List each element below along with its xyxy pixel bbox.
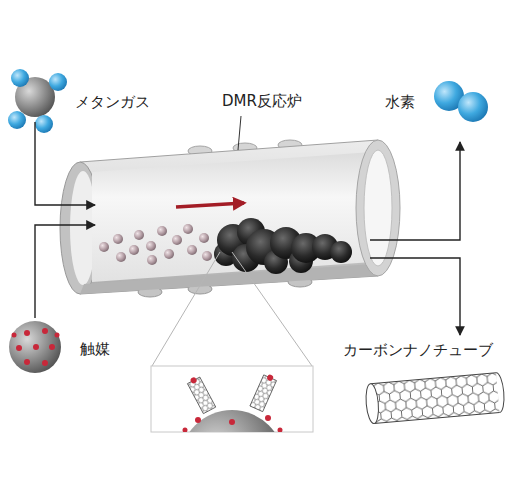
catalyst-particles (146, 241, 156, 251)
zoom-inset (266, 374, 274, 382)
catalyst-particles (99, 224, 212, 265)
hydrogen-node: 水素 (380, 72, 495, 142)
catalyst-icon (42, 360, 48, 366)
methane-node: メタンガス (10, 70, 156, 122)
flow-arrow (176, 203, 244, 207)
methane-icon (8, 111, 26, 129)
carbon-deposit (330, 241, 352, 263)
zoom-inset (183, 428, 188, 433)
nanotube-image (496, 372, 505, 412)
catalyst-icon (49, 344, 55, 350)
nanotube-image (365, 372, 506, 424)
flow-connector (35, 122, 95, 205)
zoom-inset (250, 375, 277, 412)
catalyst-particles (202, 251, 212, 261)
zoom-inset (180, 410, 284, 432)
catalyst-node: 触媒 (8, 318, 128, 374)
flow-connector (35, 225, 95, 318)
methane-icon (35, 115, 53, 133)
catalyst-particles (183, 224, 193, 234)
reactor-node: DMR反応炉 (95, 150, 370, 280)
nanotube-image (371, 373, 500, 424)
reactor-tube (80, 264, 378, 294)
node-label: DMR反応炉 (222, 92, 302, 110)
zoom-leader (152, 252, 312, 366)
catalyst-icon (9, 321, 61, 373)
catalyst-particles (147, 255, 157, 265)
catalyst-icon (42, 328, 48, 334)
reactor-tube (60, 140, 378, 297)
catalyst-particles (172, 235, 182, 245)
nanotube-node: カーボンナノチューブ (333, 335, 513, 425)
catalyst-particles (116, 252, 126, 262)
nanotube-image (371, 373, 497, 384)
carbon-deposit (214, 218, 352, 274)
zoom-inset (180, 372, 284, 432)
hydrogen-icon (458, 92, 488, 122)
zoom-inset (187, 377, 215, 414)
leader-line (238, 116, 241, 150)
zoom-inset (229, 419, 235, 425)
node-label: 水素 (385, 93, 415, 111)
zoom-inset (278, 428, 283, 433)
catalyst-particles (134, 230, 144, 240)
zoom-inset (195, 417, 201, 423)
flow-connector (370, 142, 460, 240)
zoom-inset (151, 366, 313, 432)
methane-icon (49, 73, 67, 91)
catalyst-particles (157, 226, 167, 236)
catalyst-particles (99, 242, 109, 252)
catalyst-particles (113, 234, 123, 244)
zoom-inset (151, 366, 313, 502)
reactor-outlet (356, 140, 400, 276)
zoom-leader (232, 252, 312, 366)
hydrogen-icon (434, 81, 488, 122)
catalyst-icon (16, 345, 22, 351)
nanotube-image (371, 373, 500, 424)
nanotube-image (374, 413, 500, 424)
reactor-tube (80, 140, 378, 294)
reactor-outlet (356, 140, 400, 276)
catalyst-icon (33, 344, 39, 350)
methane-icon (11, 69, 29, 87)
catalyst-particles (187, 245, 197, 255)
catalyst-icon (24, 359, 30, 365)
nanotube-image (365, 383, 380, 424)
zoom-inset (265, 415, 271, 421)
reactor-outlet (364, 150, 392, 266)
catalyst-particles (129, 245, 139, 255)
catalyst-particles (199, 233, 209, 243)
zoom-leader (152, 252, 220, 366)
methane-icon (8, 69, 67, 133)
catalyst-icon (24, 330, 30, 336)
flow-connector (370, 258, 460, 335)
zoom-inset (186, 374, 216, 413)
zoom-inset (250, 375, 277, 412)
reactor-tube (92, 152, 372, 282)
node-label: メタンガス (75, 93, 150, 111)
node-label: カーボンナノチューブ (343, 341, 493, 359)
catalyst-icon (12, 333, 17, 338)
catalyst-icon (55, 333, 60, 338)
zoom-inset (187, 377, 215, 414)
zoom-inset (190, 376, 198, 384)
catalyst-particles (164, 249, 174, 259)
catalyst-icon (9, 321, 61, 373)
zoom-inset (250, 372, 278, 411)
node-label: 触媒 (80, 340, 110, 358)
